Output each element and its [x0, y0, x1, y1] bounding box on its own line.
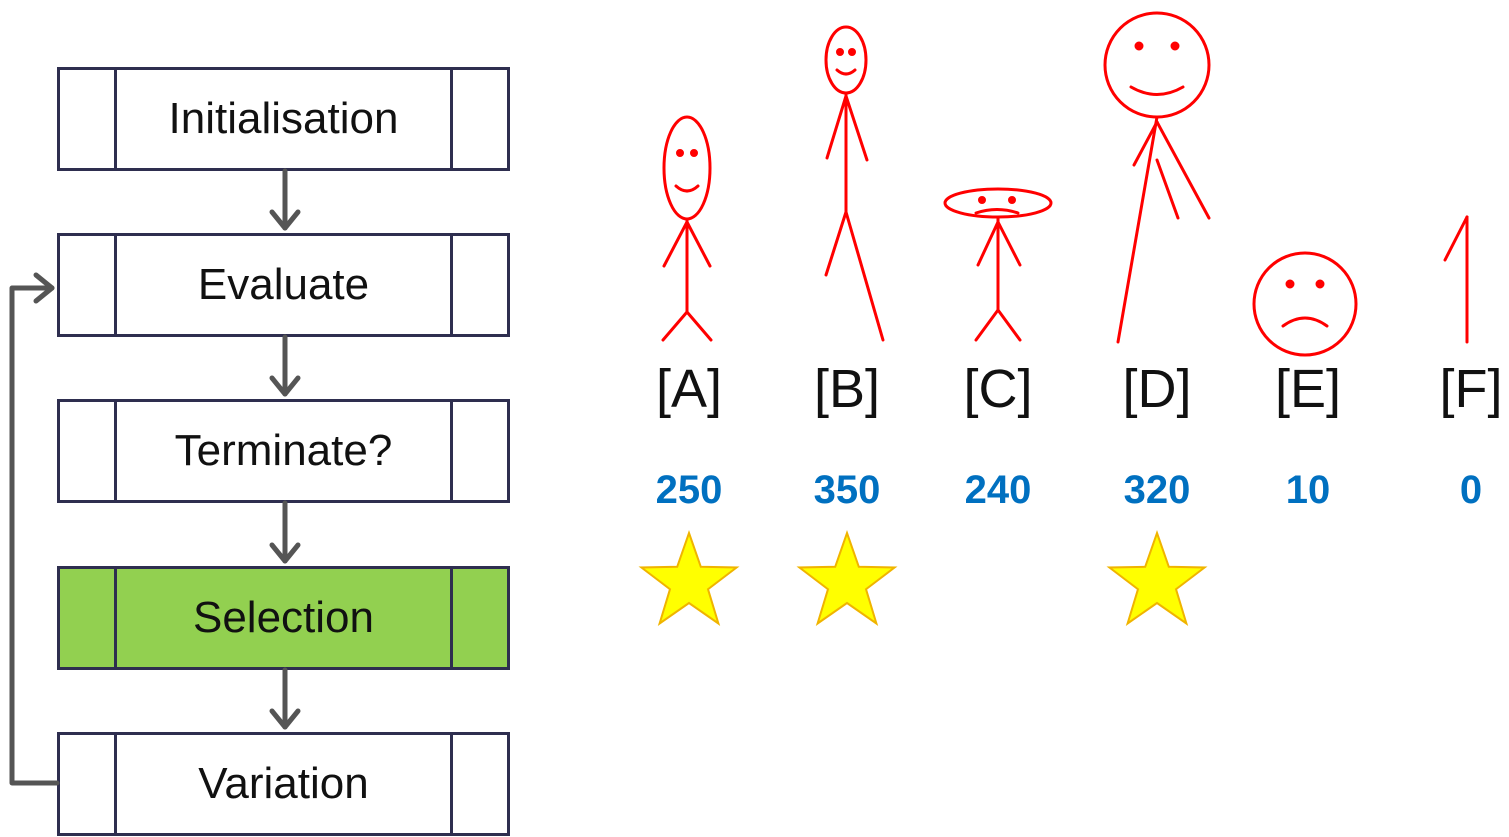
- star-icon-a: [638, 529, 740, 626]
- box-divider: [450, 735, 453, 833]
- individual-label-c: [C]: [963, 359, 1033, 419]
- stick-figure-b-icon: [824, 25, 885, 342]
- box-divider: [114, 236, 117, 334]
- star-icon-b: [796, 529, 898, 626]
- arrow-down-icon: [269, 334, 301, 397]
- fitness-score-c: 240: [964, 468, 1032, 512]
- star-icon-d: [1106, 529, 1208, 626]
- step-initialisation: Initialisation: [57, 67, 510, 171]
- fitness-score-f: 0: [1459, 468, 1483, 512]
- step-label: Terminate?: [174, 426, 393, 475]
- sad-face-e-icon: [1252, 251, 1358, 357]
- stick-figure-a-icon: [661, 115, 713, 342]
- stick-figure-d-icon: [1103, 11, 1211, 344]
- step-label: Evaluate: [197, 260, 370, 309]
- stick-figure-c-icon: [943, 187, 1053, 342]
- individual-label-a: [A]: [655, 359, 723, 419]
- fitness-score-a: 250: [655, 468, 723, 512]
- box-divider: [114, 70, 117, 168]
- arrow-down-icon: [269, 500, 301, 564]
- individual-label-d: [D]: [1122, 359, 1192, 419]
- step-evaluate: Evaluate: [57, 233, 510, 337]
- box-divider: [450, 569, 453, 667]
- box-divider: [450, 70, 453, 168]
- step-variation: Variation: [57, 732, 510, 836]
- individual-label-f: [F]: [1439, 359, 1503, 419]
- step-terminate: Terminate?: [57, 399, 510, 503]
- partial-line-f-icon: [1443, 215, 1469, 344]
- loop-back-arrow: [9, 272, 60, 786]
- box-divider: [114, 735, 117, 833]
- box-divider: [114, 569, 117, 667]
- fitness-score-b: 350: [813, 468, 881, 512]
- arrow-down-icon: [269, 667, 301, 730]
- fitness-score-d: 320: [1123, 468, 1191, 512]
- fitness-score-e: 10: [1285, 468, 1331, 512]
- box-divider: [450, 236, 453, 334]
- individual-label-e: [E]: [1274, 359, 1342, 419]
- box-divider: [114, 402, 117, 500]
- step-label: Selection: [192, 593, 374, 642]
- individual-label-b: [B]: [813, 359, 881, 419]
- arrow-down-icon: [269, 168, 301, 231]
- step-label: Initialisation: [168, 94, 399, 143]
- box-divider: [450, 402, 453, 500]
- step-selection: Selection: [57, 566, 510, 670]
- step-label: Variation: [198, 759, 369, 808]
